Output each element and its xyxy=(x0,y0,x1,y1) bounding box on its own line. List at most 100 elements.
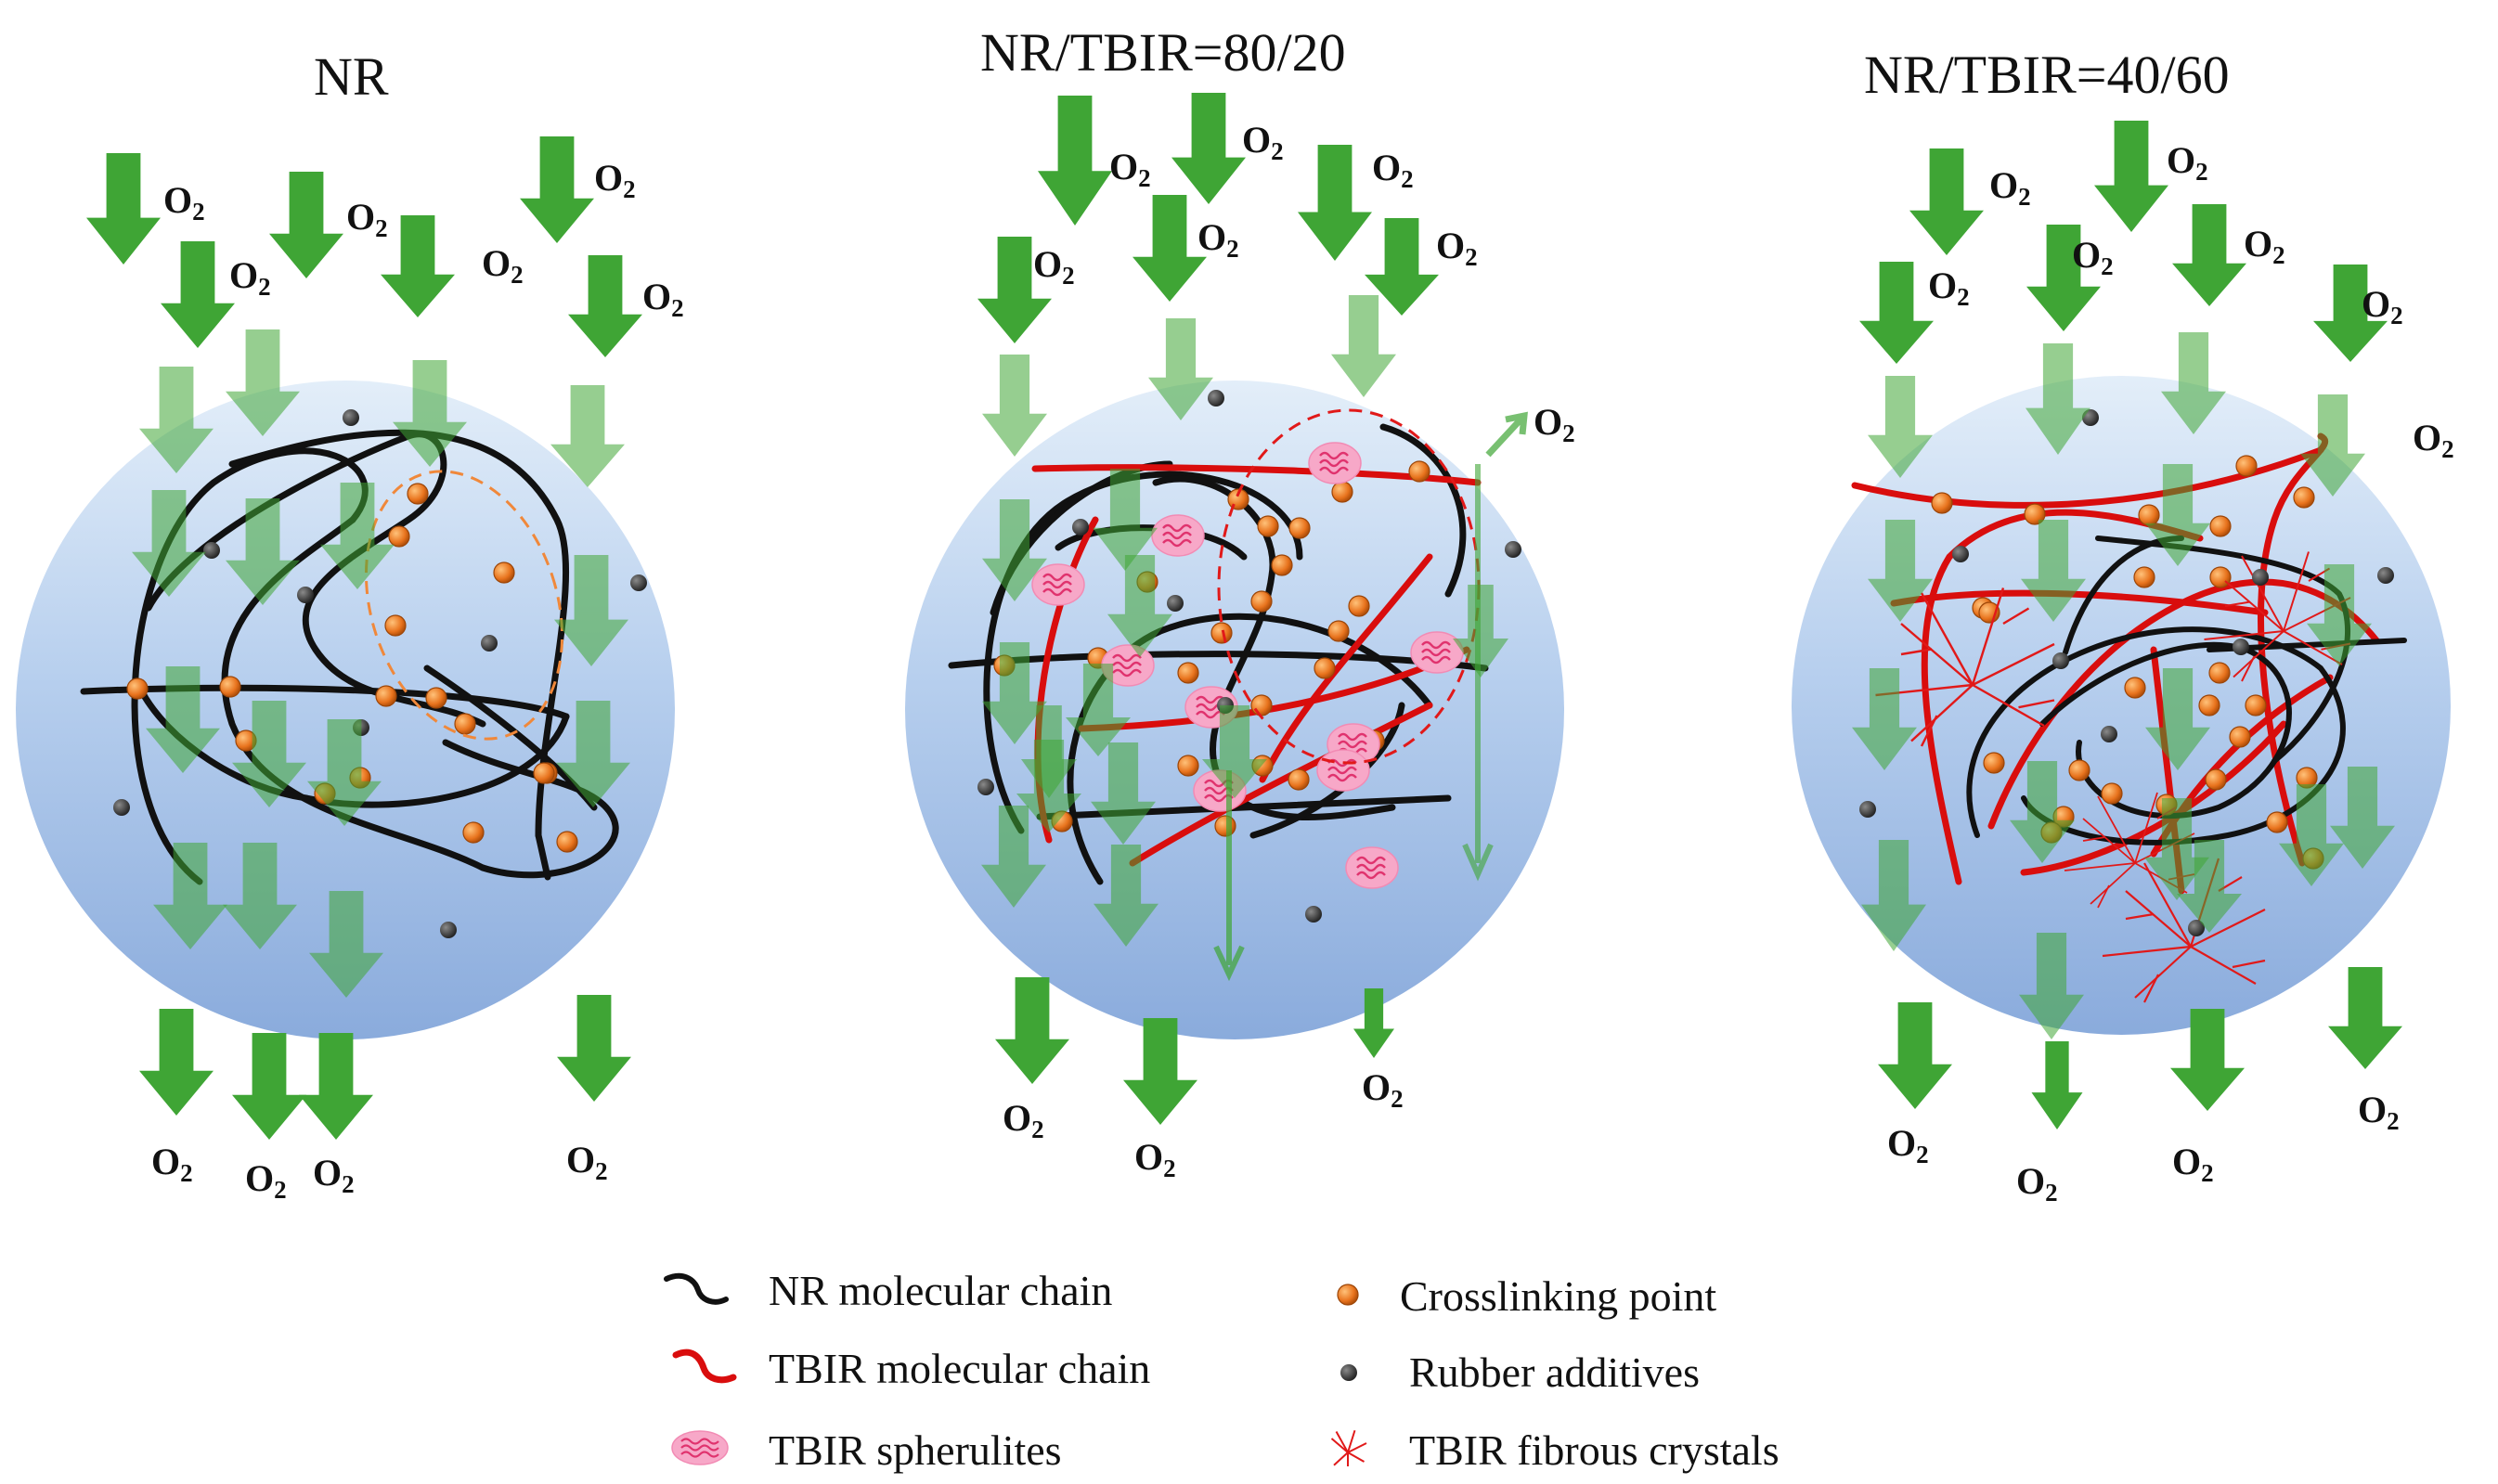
oxygen-label: O2 xyxy=(2413,417,2454,463)
oxygen-flow-arrow xyxy=(393,360,467,467)
panel-title-nr: NR xyxy=(314,46,389,107)
crosslink-point xyxy=(2209,515,2232,537)
oxygen-flow-arrow xyxy=(2145,464,2210,566)
additive-particle xyxy=(297,587,314,603)
oxygen-outflow-arrow xyxy=(1353,988,1394,1058)
spherulite xyxy=(1031,563,1085,606)
nr-chain xyxy=(2039,641,2292,819)
crosslink-point xyxy=(1314,657,1336,679)
tbir-chain xyxy=(1921,509,2204,885)
oxygen-label: O2 xyxy=(2244,223,2285,269)
additive-particle xyxy=(2188,920,2205,936)
oxygen-flow-arrow xyxy=(2177,840,2242,933)
additive-particle xyxy=(1505,541,1521,558)
oxygen-flow-arrow xyxy=(1861,840,1926,951)
crosslink-point xyxy=(1288,517,1311,539)
spherulite xyxy=(1308,442,1362,484)
spherulite xyxy=(1345,846,1399,889)
oxygen-inflow-arrow xyxy=(1365,218,1439,316)
oxygen-label: O2 xyxy=(1197,216,1239,263)
additive-particle xyxy=(1305,906,1322,923)
oxygen-inflow-arrow xyxy=(2172,204,2246,306)
oxygen-outflow-arrow xyxy=(299,1033,373,1140)
oxygen-label: O2 xyxy=(2072,234,2114,280)
crosslink-point xyxy=(1250,694,1273,716)
oxygen-flow-arrow xyxy=(1091,742,1156,845)
oxygen-flow-arrow xyxy=(554,555,628,666)
crosslink-point xyxy=(1983,752,2005,774)
oxygen-flow-arrow xyxy=(2279,784,2344,886)
crosslink-point xyxy=(1250,590,1273,613)
crosslink-point xyxy=(2068,759,2090,781)
oxygen-inflow-arrow xyxy=(1859,262,1934,364)
oxygen-label: O2 xyxy=(482,242,524,289)
crosslink-point xyxy=(1327,620,1350,642)
legend-crosslink-label: Crosslinking point xyxy=(1400,1272,1717,1320)
crosslink-point xyxy=(126,677,149,700)
nr-chain xyxy=(136,683,310,802)
oxygen-flow-arrow xyxy=(2019,933,2084,1039)
additive-particle xyxy=(2052,652,2069,669)
oxygen-flow-arrow xyxy=(146,666,220,773)
oxygen-label: O2 xyxy=(1362,1066,1404,1113)
oxygen-label: O2 xyxy=(1887,1122,1929,1168)
additive-particle xyxy=(977,779,994,795)
crosslink-point xyxy=(454,713,476,735)
oxygen-flow-arrow xyxy=(139,367,214,473)
oxygen-flow-arrow xyxy=(1852,668,1917,770)
oxygen-flow-arrow xyxy=(307,719,382,826)
crosslink-point xyxy=(1331,481,1353,503)
oxygen-flow-arrow xyxy=(1066,664,1131,756)
legend-additive-symbol xyxy=(1340,1364,1357,1381)
oxygen-flow-arrow xyxy=(2300,394,2365,497)
legend-nr-chain-label: NR molecular chain xyxy=(769,1267,1113,1314)
crosslink-point xyxy=(1214,815,1236,837)
oxygen-label: O2 xyxy=(1109,146,1151,192)
oxygen-flow-arrow xyxy=(309,891,383,998)
crosslink-point xyxy=(2124,677,2146,699)
additive-particle xyxy=(1952,546,1969,562)
crosslink-point xyxy=(2208,662,2231,684)
oxygen-inflow-arrow xyxy=(1038,96,1112,226)
oxygen-outflow-arrow xyxy=(557,995,631,1102)
fibrous-crystal xyxy=(1875,587,2055,747)
additive-particle xyxy=(203,542,220,559)
oxygen-label: O2 xyxy=(1989,164,2031,211)
legend-tbir-chain-label: TBIR molecular chain xyxy=(769,1345,1151,1392)
legend-fibrous-symbol xyxy=(1330,1429,1367,1466)
crosslink-point xyxy=(2205,768,2227,791)
legend-additives-label: Rubber additives xyxy=(1409,1349,1700,1396)
additive-particle xyxy=(1859,801,1876,818)
oxygen-flow-arrow xyxy=(1868,376,1933,478)
oxygen-flow-arrow xyxy=(2010,761,2075,863)
oxygen-flow-arrow xyxy=(132,490,206,597)
oxygen-flow-arrow xyxy=(223,843,297,949)
legend-tbir-chain-symbol xyxy=(672,1349,737,1384)
nr-chain xyxy=(145,431,486,728)
additive-particle xyxy=(630,574,647,591)
oxygen-flow-arrow xyxy=(1107,555,1172,657)
additive-particle xyxy=(440,922,457,938)
oxygen-label: O2 xyxy=(1242,119,1284,165)
crosslink-point xyxy=(425,687,447,709)
oxygen-flow-arrow xyxy=(2026,343,2090,455)
oxygen-label: O2 xyxy=(229,254,271,301)
oxygen-flow-arrow xyxy=(1331,295,1396,397)
oxygen-inflow-arrow xyxy=(2313,265,2388,362)
oxygen-flow-arrow xyxy=(981,806,1046,908)
oxygen-outflow-arrow xyxy=(995,977,1069,1084)
oxygen-inflow-arrow xyxy=(161,241,235,348)
oxygen-flow-arrow xyxy=(550,385,625,487)
crosslink-point xyxy=(2101,782,2123,805)
additive-particle xyxy=(2101,726,2117,742)
oxygen-label: O2 xyxy=(163,179,205,226)
nr-chain xyxy=(1067,613,1433,885)
crosslink-point xyxy=(1271,554,1293,576)
oxygen-flow-arrow xyxy=(2145,668,2210,770)
crosslink-point xyxy=(1288,768,1310,791)
oxygen-flow-arrow xyxy=(1868,520,1933,622)
oxygen-inflow-arrow xyxy=(1171,93,1246,204)
nr-chain xyxy=(535,832,551,881)
tbir-chain xyxy=(1031,464,1482,486)
